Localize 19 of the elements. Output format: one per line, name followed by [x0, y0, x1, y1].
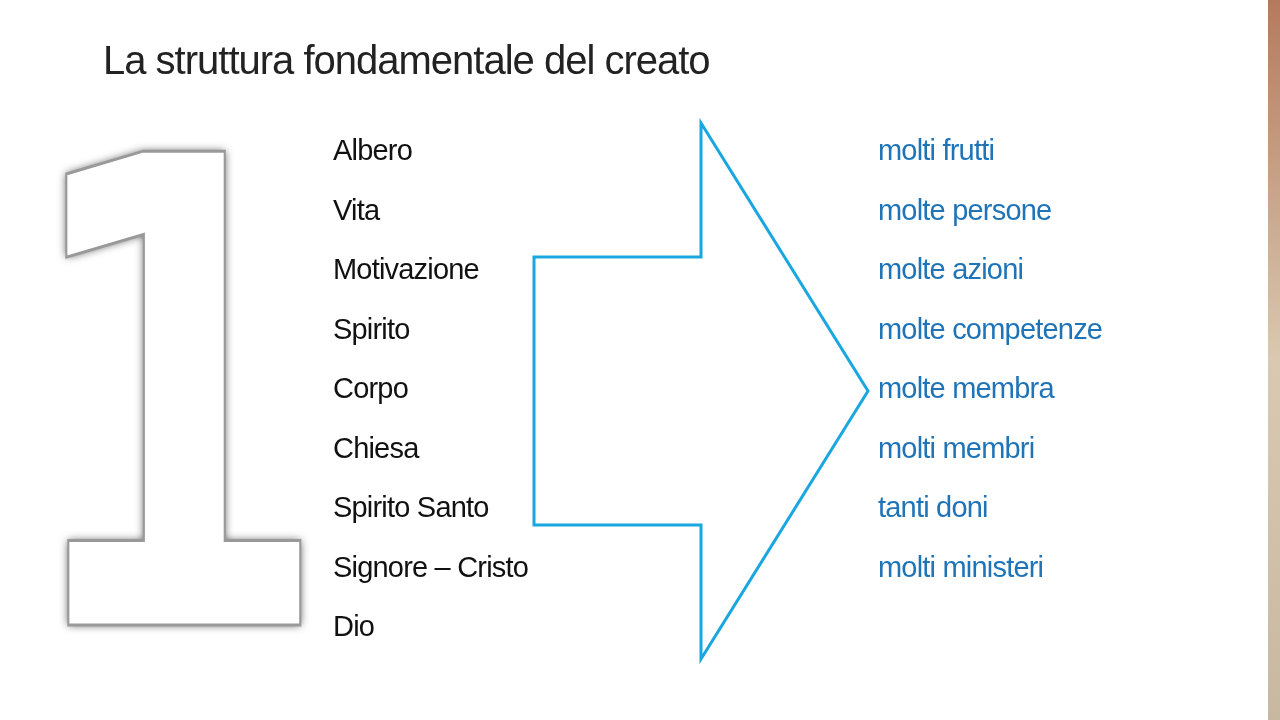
outcome-list-item: molte azioni [878, 252, 1025, 287]
concept-list-item: Corpo [333, 371, 409, 406]
concept-list-item: Spirito [333, 311, 411, 347]
concept-list-item: Motivazione [333, 252, 480, 287]
slide-title: La struttura fondamentale del creato [103, 38, 710, 83]
outcome-list-item: molti membri [878, 430, 1036, 466]
concept-list-item: Chiesa [333, 430, 421, 466]
concept-list-item: Albero [333, 133, 414, 168]
concept-list-item: Dio [333, 609, 376, 644]
outcome-list-item: molte competenze [878, 311, 1103, 347]
concept-list-item: Spirito Santo [333, 490, 490, 525]
block-arrow [532, 117, 870, 665]
outcome-list-item: molti frutti [878, 133, 996, 168]
outcome-list-item: molti ministeri [878, 549, 1045, 585]
concept-list-item: Vita [333, 192, 381, 228]
outcome-list-item: molte persone [878, 192, 1053, 228]
outcome-list-item: tanti doni [878, 490, 989, 525]
outcome-list-item: molte membra [878, 371, 1056, 406]
concept-list-item: Signore – Cristo [333, 549, 529, 585]
